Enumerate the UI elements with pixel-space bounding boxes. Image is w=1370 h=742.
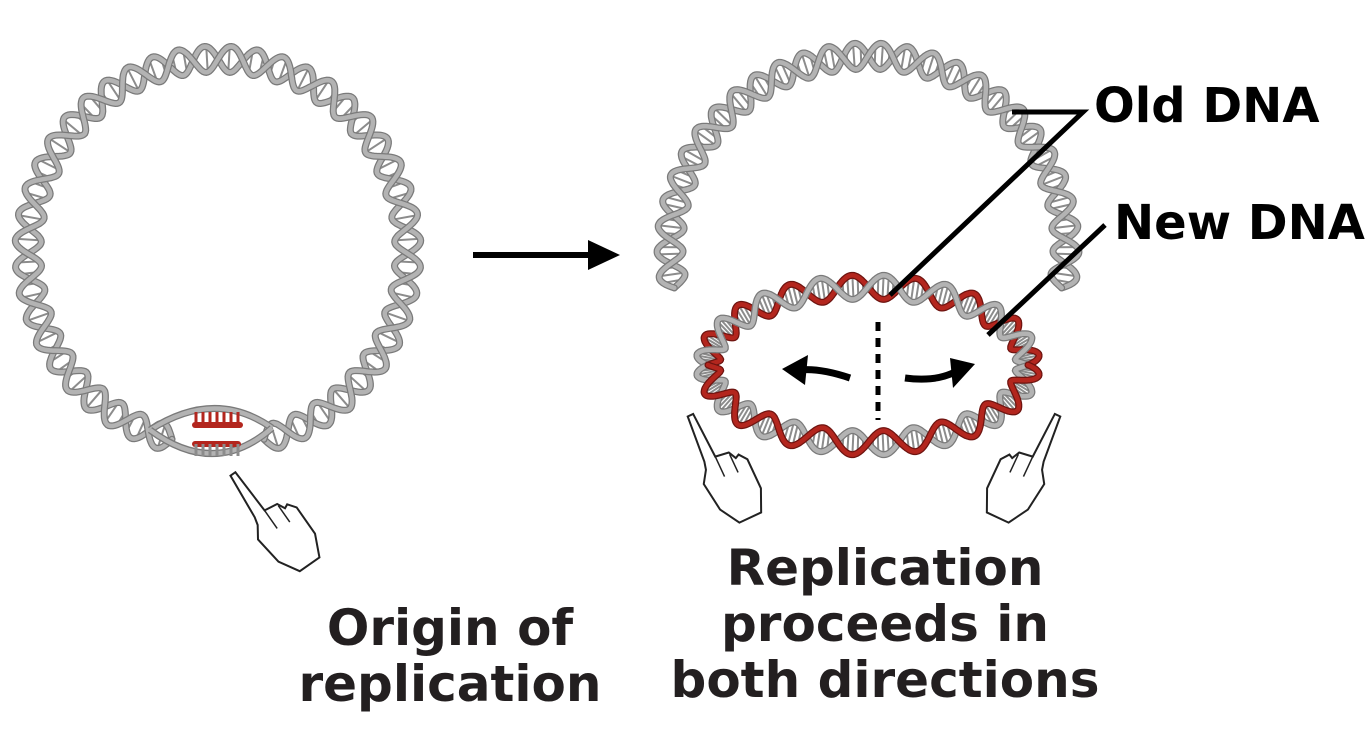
base-pair-rung bbox=[392, 214, 418, 221]
base-pair-rung bbox=[880, 43, 884, 70]
right-plasmid-old-dna bbox=[653, 39, 1083, 292]
base-pair-rung bbox=[394, 237, 421, 242]
base-pair-rung bbox=[670, 174, 696, 186]
base-pair-rung bbox=[800, 53, 811, 79]
base-pair-rung bbox=[760, 293, 772, 317]
pointing-hand-icon bbox=[686, 412, 763, 524]
old-dna-strand-outline bbox=[654, 39, 1083, 292]
caption-line: proceeds in bbox=[721, 595, 1049, 653]
old-dna-strand bbox=[655, 41, 1082, 291]
caption-line: replication bbox=[298, 655, 602, 713]
base-pair-rung bbox=[205, 46, 209, 73]
old-dna-strand bbox=[654, 41, 1081, 291]
base-pair-rung bbox=[126, 67, 140, 92]
base-pair-rung bbox=[786, 421, 795, 445]
old-dna-strand-outline bbox=[12, 42, 425, 452]
base-pair-rung bbox=[941, 421, 950, 445]
new-dna-leader-line bbox=[986, 223, 1107, 337]
caption-line: Replication bbox=[726, 539, 1044, 597]
base-pair-rung bbox=[18, 214, 44, 221]
base-pair-rung bbox=[694, 129, 717, 147]
base-pair-rung bbox=[753, 74, 769, 98]
base-pair-rung bbox=[1019, 129, 1042, 147]
base-pair-rung bbox=[85, 388, 104, 410]
base-pair-rung bbox=[1051, 224, 1078, 230]
base-pair-rung bbox=[296, 67, 310, 92]
base-pair-rung bbox=[964, 293, 976, 317]
base-pair-rung bbox=[964, 413, 976, 437]
base-pair-rung bbox=[984, 403, 999, 426]
base-pair-rung bbox=[364, 137, 388, 154]
old-dna-strand bbox=[13, 44, 423, 451]
caption-line: Origin of bbox=[326, 599, 574, 657]
old-dna-strand-outline bbox=[653, 39, 1082, 292]
base-pair-rung bbox=[786, 285, 795, 309]
old-dna-leader-lines bbox=[888, 109, 1090, 297]
left-plasmid-old-dna bbox=[11, 42, 425, 452]
base-pair-rung bbox=[26, 311, 52, 322]
caption-line: both directions bbox=[670, 651, 1100, 709]
base-pair-rung bbox=[737, 304, 752, 327]
base-pair-rung bbox=[658, 224, 685, 230]
bidirectional-replication-caption: Replication proceeds in both directions bbox=[640, 540, 1130, 708]
base-pair-rung bbox=[852, 43, 856, 70]
base-pair-rung bbox=[384, 311, 410, 322]
base-pair-rung bbox=[659, 271, 685, 278]
base-pair-rung bbox=[820, 428, 827, 452]
base-pair-rung bbox=[941, 285, 950, 309]
origin-replication-bubble bbox=[147, 405, 275, 457]
new-dna-label: New DNA bbox=[1114, 195, 1365, 251]
old-dna-strand bbox=[13, 44, 423, 451]
pointing-hand-icon bbox=[985, 412, 1062, 524]
base-pair-rung bbox=[760, 413, 772, 437]
base-pair-rung bbox=[925, 53, 936, 79]
old-dna-label: Old DNA bbox=[1094, 78, 1320, 134]
base-pair-rung bbox=[737, 403, 752, 426]
process-arrow-icon bbox=[473, 240, 620, 270]
base-pair-rung bbox=[48, 137, 72, 154]
old-dna-strand-outline bbox=[11, 42, 424, 452]
base-pair-rung bbox=[881, 275, 885, 300]
base-pair-rung bbox=[909, 278, 916, 302]
base-pair-rung bbox=[332, 388, 351, 410]
replication-bubble-new-dna bbox=[693, 271, 1043, 459]
base-pair-rung bbox=[881, 430, 885, 455]
bidirectional-arrow-icon bbox=[782, 355, 975, 388]
base-pair-rung bbox=[820, 278, 827, 302]
base-pair-rung bbox=[909, 428, 916, 452]
base-pair-rung bbox=[851, 430, 855, 455]
base-pair-rung bbox=[967, 74, 983, 98]
base-pair-rung bbox=[15, 237, 42, 242]
base-pair-rung bbox=[851, 275, 855, 300]
base-pair-rung bbox=[984, 304, 999, 327]
pointing-hand-icon bbox=[229, 470, 321, 573]
base-pair-rung bbox=[227, 46, 231, 73]
base-pair-rung bbox=[713, 107, 734, 127]
origin-of-replication-caption: Origin of replication bbox=[250, 600, 650, 712]
new-dna-strand bbox=[701, 362, 1042, 457]
base-pair-rung bbox=[1040, 174, 1066, 186]
old-dna-strand bbox=[694, 273, 1035, 368]
